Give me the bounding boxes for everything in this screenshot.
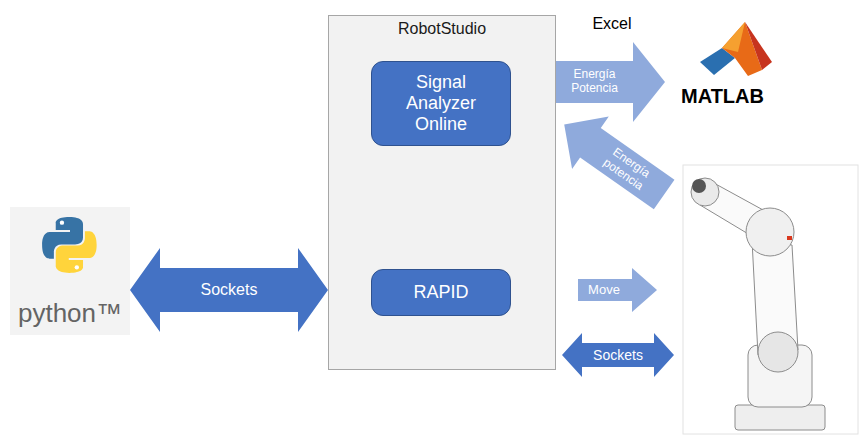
picture-frame [683,165,858,434]
node-text: RobotStudio [398,20,486,38]
snake-eye [60,221,64,225]
process-box: RAPID [371,269,511,316]
node-text: Signal Analyzer Online [386,72,496,134]
logo-facet [722,22,745,52]
logo-ground [10,207,130,335]
format-label: Excel [572,15,652,33]
matlab-logo [700,22,772,76]
node-text: MATLAB [681,85,764,108]
robot-base [735,405,825,430]
logo-facet [745,22,772,70]
arrow-label: Sockets [164,281,294,299]
arrow-label: Energía Potencia [564,68,626,96]
block-arrow-shape [546,98,683,220]
robot-joint [758,332,798,372]
python-logo [42,217,97,273]
container-box: RobotStudioSignal Analyzer OnlineRAPID [328,15,556,370]
brand-mark [787,236,792,240]
robot-wrist [691,178,719,206]
snake-eye [75,265,79,269]
block-arrow [578,268,657,312]
robot-illustration [683,165,858,434]
node-text: python™ [18,299,122,329]
robot-flange [692,179,706,193]
logo-box: python™ [10,207,130,335]
robot-joint [746,208,794,256]
block-arrow [546,98,683,220]
logo-box: MATLAB [665,20,780,112]
python-snake-yellow [56,231,97,273]
double-block-arrow [562,333,674,377]
process-box: Signal Analyzer Online [371,61,511,146]
node-text: RAPID [413,282,468,303]
arrow-label: Energía potencia [593,139,661,198]
python-snake-yellow-group [56,231,97,273]
arrow-label: Sockets [583,347,653,363]
arrow-label: Move [579,283,629,298]
block-arrow [130,248,328,332]
